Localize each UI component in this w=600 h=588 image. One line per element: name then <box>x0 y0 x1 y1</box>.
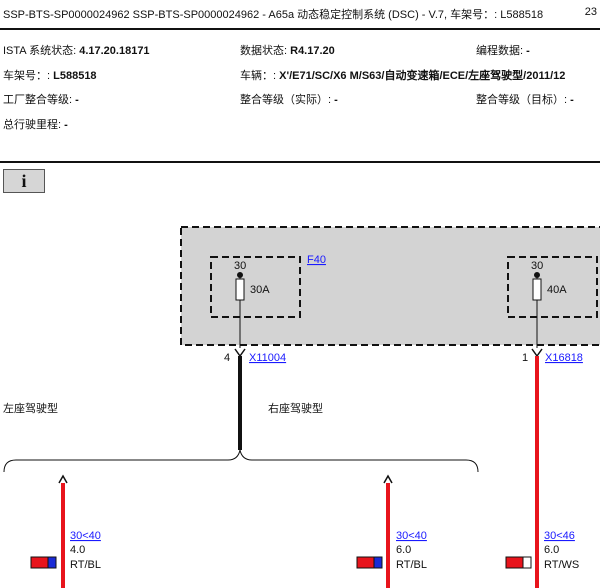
target-integration-level: 整合等级（目标）: - <box>476 94 574 106</box>
vin: 车架号：: L588518 <box>3 70 97 82</box>
fuse-right-icon <box>532 278 542 301</box>
wire-1-ref-link[interactable]: 30<40 <box>70 530 101 542</box>
wire-3-swatch-stripe <box>522 556 532 569</box>
wire-3-color: RT/WS <box>544 559 579 571</box>
data-status: 数据状态: R4.17.20 <box>240 45 335 57</box>
wire-1-gauge: 4.0 <box>70 544 85 556</box>
connector-left-pin: 4 <box>224 352 230 364</box>
wire-1-swatch-stripe <box>47 556 57 569</box>
fuse-distribution-box <box>180 226 600 346</box>
factory-integration-level: 工厂整合等级: - <box>3 94 79 106</box>
connector-left-link[interactable]: X11004 <box>249 352 286 364</box>
ista-status: ISTA 系统状态: 4.17.20.18171 <box>3 45 150 57</box>
fuse-left-frame <box>210 256 301 318</box>
connector-right-pin: 1 <box>522 352 528 364</box>
connector-right-icon <box>531 348 543 358</box>
wire-2-ref-link[interactable]: 30<40 <box>396 530 427 542</box>
programming-data: 编程数据: - <box>476 45 530 57</box>
info-button[interactable]: i <box>3 169 45 193</box>
wire-3-swatch-primary <box>505 556 524 569</box>
variant-brace <box>3 449 479 473</box>
wire-3-ref-link[interactable]: 30<46 <box>544 530 575 542</box>
variant-right-label: 右座驾驶型 <box>268 401 323 415</box>
fuse-right-rating: 40A <box>547 284 567 296</box>
wire-1-color: RT/BL <box>70 559 101 571</box>
fuse-left-icon <box>235 278 245 301</box>
wire-2-connector-icon <box>383 474 393 484</box>
wire-3-gauge: 6.0 <box>544 544 559 556</box>
header-rule <box>0 28 600 30</box>
fuse-left-terminal: 30 <box>234 260 246 272</box>
fuse-block-link[interactable]: F40 <box>307 254 326 266</box>
fuse-left-rating: 30A <box>250 284 270 296</box>
wire-2-gauge: 6.0 <box>396 544 411 556</box>
info-rule <box>0 161 600 163</box>
wire-1-connector-icon <box>58 474 68 484</box>
page-number: 23 <box>584 6 597 18</box>
connector-right-link[interactable]: X16818 <box>545 352 583 364</box>
wire-2-swatch-primary <box>356 556 375 569</box>
wire-2-color: RT/BL <box>396 559 427 571</box>
actual-integration-level: 整合等级（实际）: - <box>240 94 338 106</box>
fuse-right-terminal: 30 <box>531 260 543 272</box>
connector-left-icon <box>234 348 246 358</box>
info-icon: i <box>21 170 27 191</box>
vehicle: 车辆：: X'/E71/SC/X6 M/S63/自动变速箱/ECE/左座驾驶型/… <box>240 70 566 82</box>
document-title: SSP-BTS-SP0000024962 SSP-BTS-SP000002496… <box>3 9 544 21</box>
fuse-right-frame <box>507 256 598 318</box>
wire-2-swatch-stripe <box>373 556 383 569</box>
total-mileage: 总行驶里程: - <box>3 119 68 131</box>
variant-left-label: 左座驾驶型 <box>3 401 58 415</box>
wire-1-swatch-primary <box>30 556 49 569</box>
